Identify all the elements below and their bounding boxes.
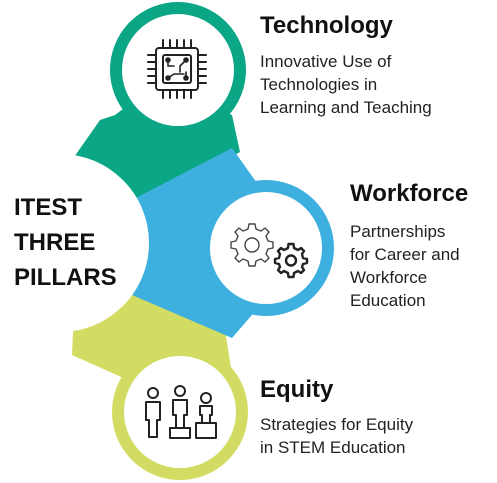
description-line: Workforce	[350, 268, 428, 287]
description-line: Technologies in	[260, 75, 378, 94]
workforce-ring	[198, 180, 334, 316]
description-line: for Career and	[350, 245, 460, 264]
description-line: Innovative Use of	[260, 52, 392, 71]
center-circle	[0, 154, 149, 332]
description-line: Education	[350, 291, 426, 310]
microchip-icon	[147, 39, 207, 99]
center-title-line: ITEST	[14, 194, 83, 221]
technology-title: Technology	[260, 12, 393, 39]
description-line: Partnerships	[350, 222, 446, 241]
workforce-title: Workforce	[350, 180, 469, 207]
equity-title: Equity	[260, 376, 334, 403]
small-gear	[273, 242, 309, 279]
technology-description: Innovative Use of Technologies in Learni…	[260, 50, 432, 119]
center-title-line: PILLARS	[14, 264, 117, 291]
equity-description: Strategies for Equity in STEM Education	[260, 413, 413, 459]
description-line: in STEM Education	[260, 438, 406, 457]
workforce-description: Partnerships for Career and Workforce Ed…	[350, 220, 460, 312]
center-title: ITEST THREE PILLARS	[14, 190, 164, 295]
equity-ring	[112, 344, 248, 480]
description-line: Learning and Teaching	[260, 98, 432, 117]
gears-icon	[230, 223, 309, 279]
description-line: Strategies for Equity	[260, 415, 414, 434]
people-equity-icon	[145, 385, 217, 439]
large-gear-outline	[230, 223, 274, 267]
center-title-line: THREE	[14, 229, 96, 256]
technology-ring	[110, 2, 246, 138]
